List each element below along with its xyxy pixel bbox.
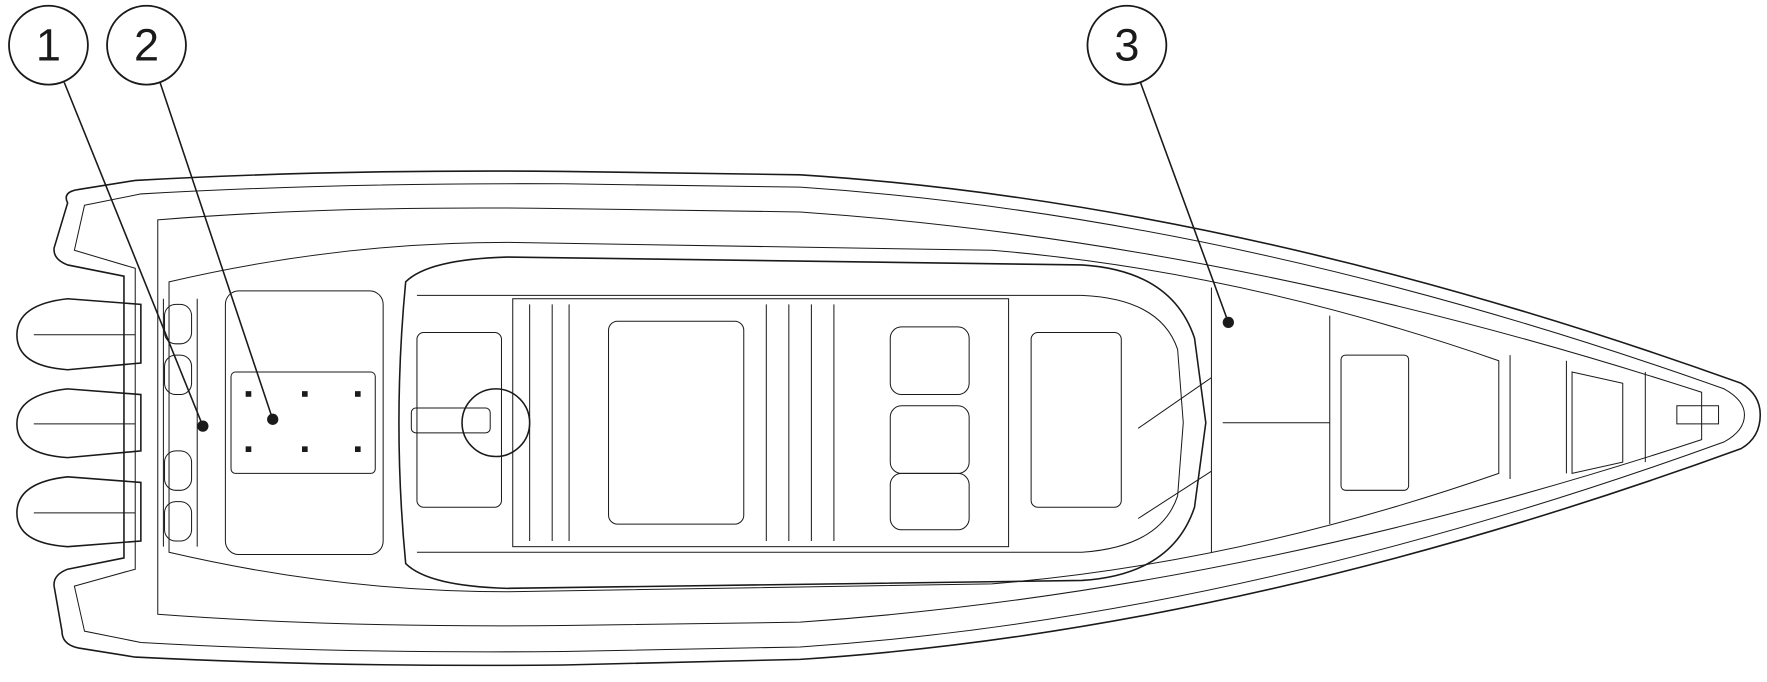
- outboard-engines: [16, 297, 142, 548]
- console-area: [398, 256, 1212, 590]
- hull: [53, 170, 1762, 667]
- callout-1: 1: [8, 4, 209, 432]
- callout-1-label: 1: [36, 20, 61, 71]
- callout-2: 2: [106, 4, 279, 425]
- callout-3: 3: [1086, 4, 1234, 329]
- stern-area: [162, 290, 384, 556]
- callout-2-label: 2: [134, 20, 159, 71]
- callout-3-label: 3: [1114, 20, 1139, 71]
